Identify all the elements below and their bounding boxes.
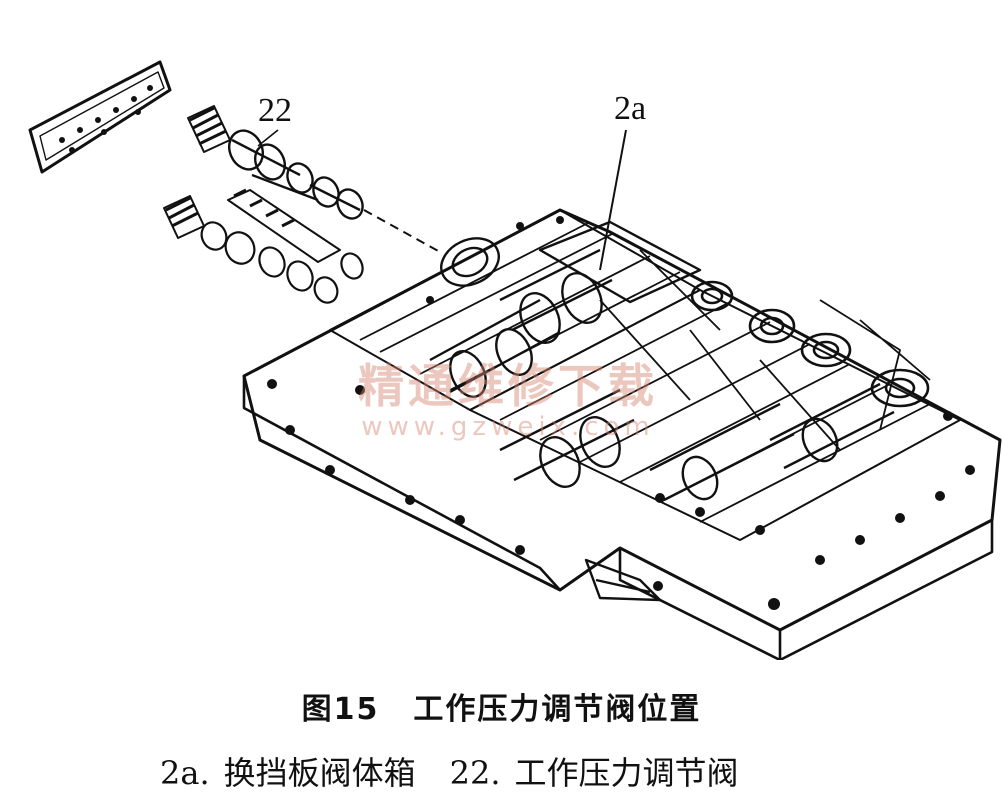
shift-valve-body-2a [242, 129, 1002, 662]
legend-text: 工作压力调节阀 [514, 754, 739, 792]
figure-caption: 图15 工作压力调节阀位置 [0, 684, 1003, 728]
separator-plate [28, 60, 172, 174]
valve-spool-set [163, 188, 364, 304]
legend-item: 2a. 换挡板阀体箱 [160, 754, 416, 792]
legend-text: 换挡板阀体箱 [223, 754, 416, 792]
valve-body-diagram: 22 2a 精通维修下载 www.gzweix.com [28, 60, 1002, 662]
figure-title: 工作压力调节阀位置 [413, 692, 702, 727]
legend-key: 22. [449, 754, 501, 792]
parts-legend: 2a. 换挡板阀体箱 22. 工作压力调节阀 [160, 748, 773, 794]
callout-2a: 2a [614, 90, 647, 127]
legend-item: 22. 工作压力调节阀 [450, 754, 739, 792]
pressure-regulator-valve-22 [187, 105, 441, 253]
callout-22: 22 [258, 92, 292, 129]
figure-number: 图15 [301, 692, 380, 727]
legend-key: 2a. [160, 754, 210, 792]
